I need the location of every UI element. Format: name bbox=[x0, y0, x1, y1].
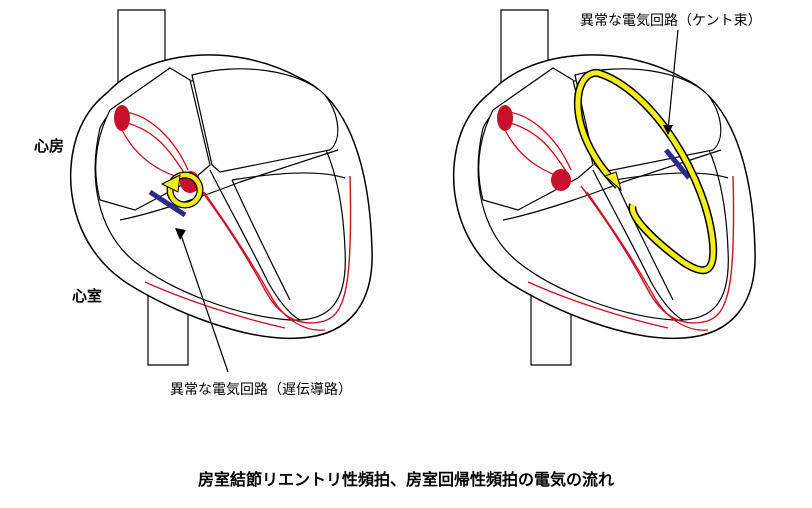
av-node-right bbox=[551, 169, 571, 191]
slow-pathway bbox=[148, 189, 187, 218]
reentry-arrow-left bbox=[160, 171, 204, 209]
figure-caption: 房室結節リエントリ性頻拍、房室回帰性頻拍の電気の流れ bbox=[197, 470, 614, 489]
annotation-left: 異常な電気回路（遅伝導路） bbox=[170, 382, 352, 398]
annotation-pointer-left bbox=[179, 231, 229, 373]
ventricle-label: 心室 bbox=[72, 287, 103, 305]
annotation-right: 異常な電気回路（ケント束） bbox=[580, 13, 762, 29]
annotation-pointer-right bbox=[667, 29, 679, 131]
kent-bundle bbox=[664, 148, 691, 180]
atrium-label: 心房 bbox=[34, 137, 65, 155]
reentry-arrow-right bbox=[573, 69, 718, 275]
left-heart bbox=[69, 9, 373, 373]
right-heart bbox=[452, 9, 756, 366]
